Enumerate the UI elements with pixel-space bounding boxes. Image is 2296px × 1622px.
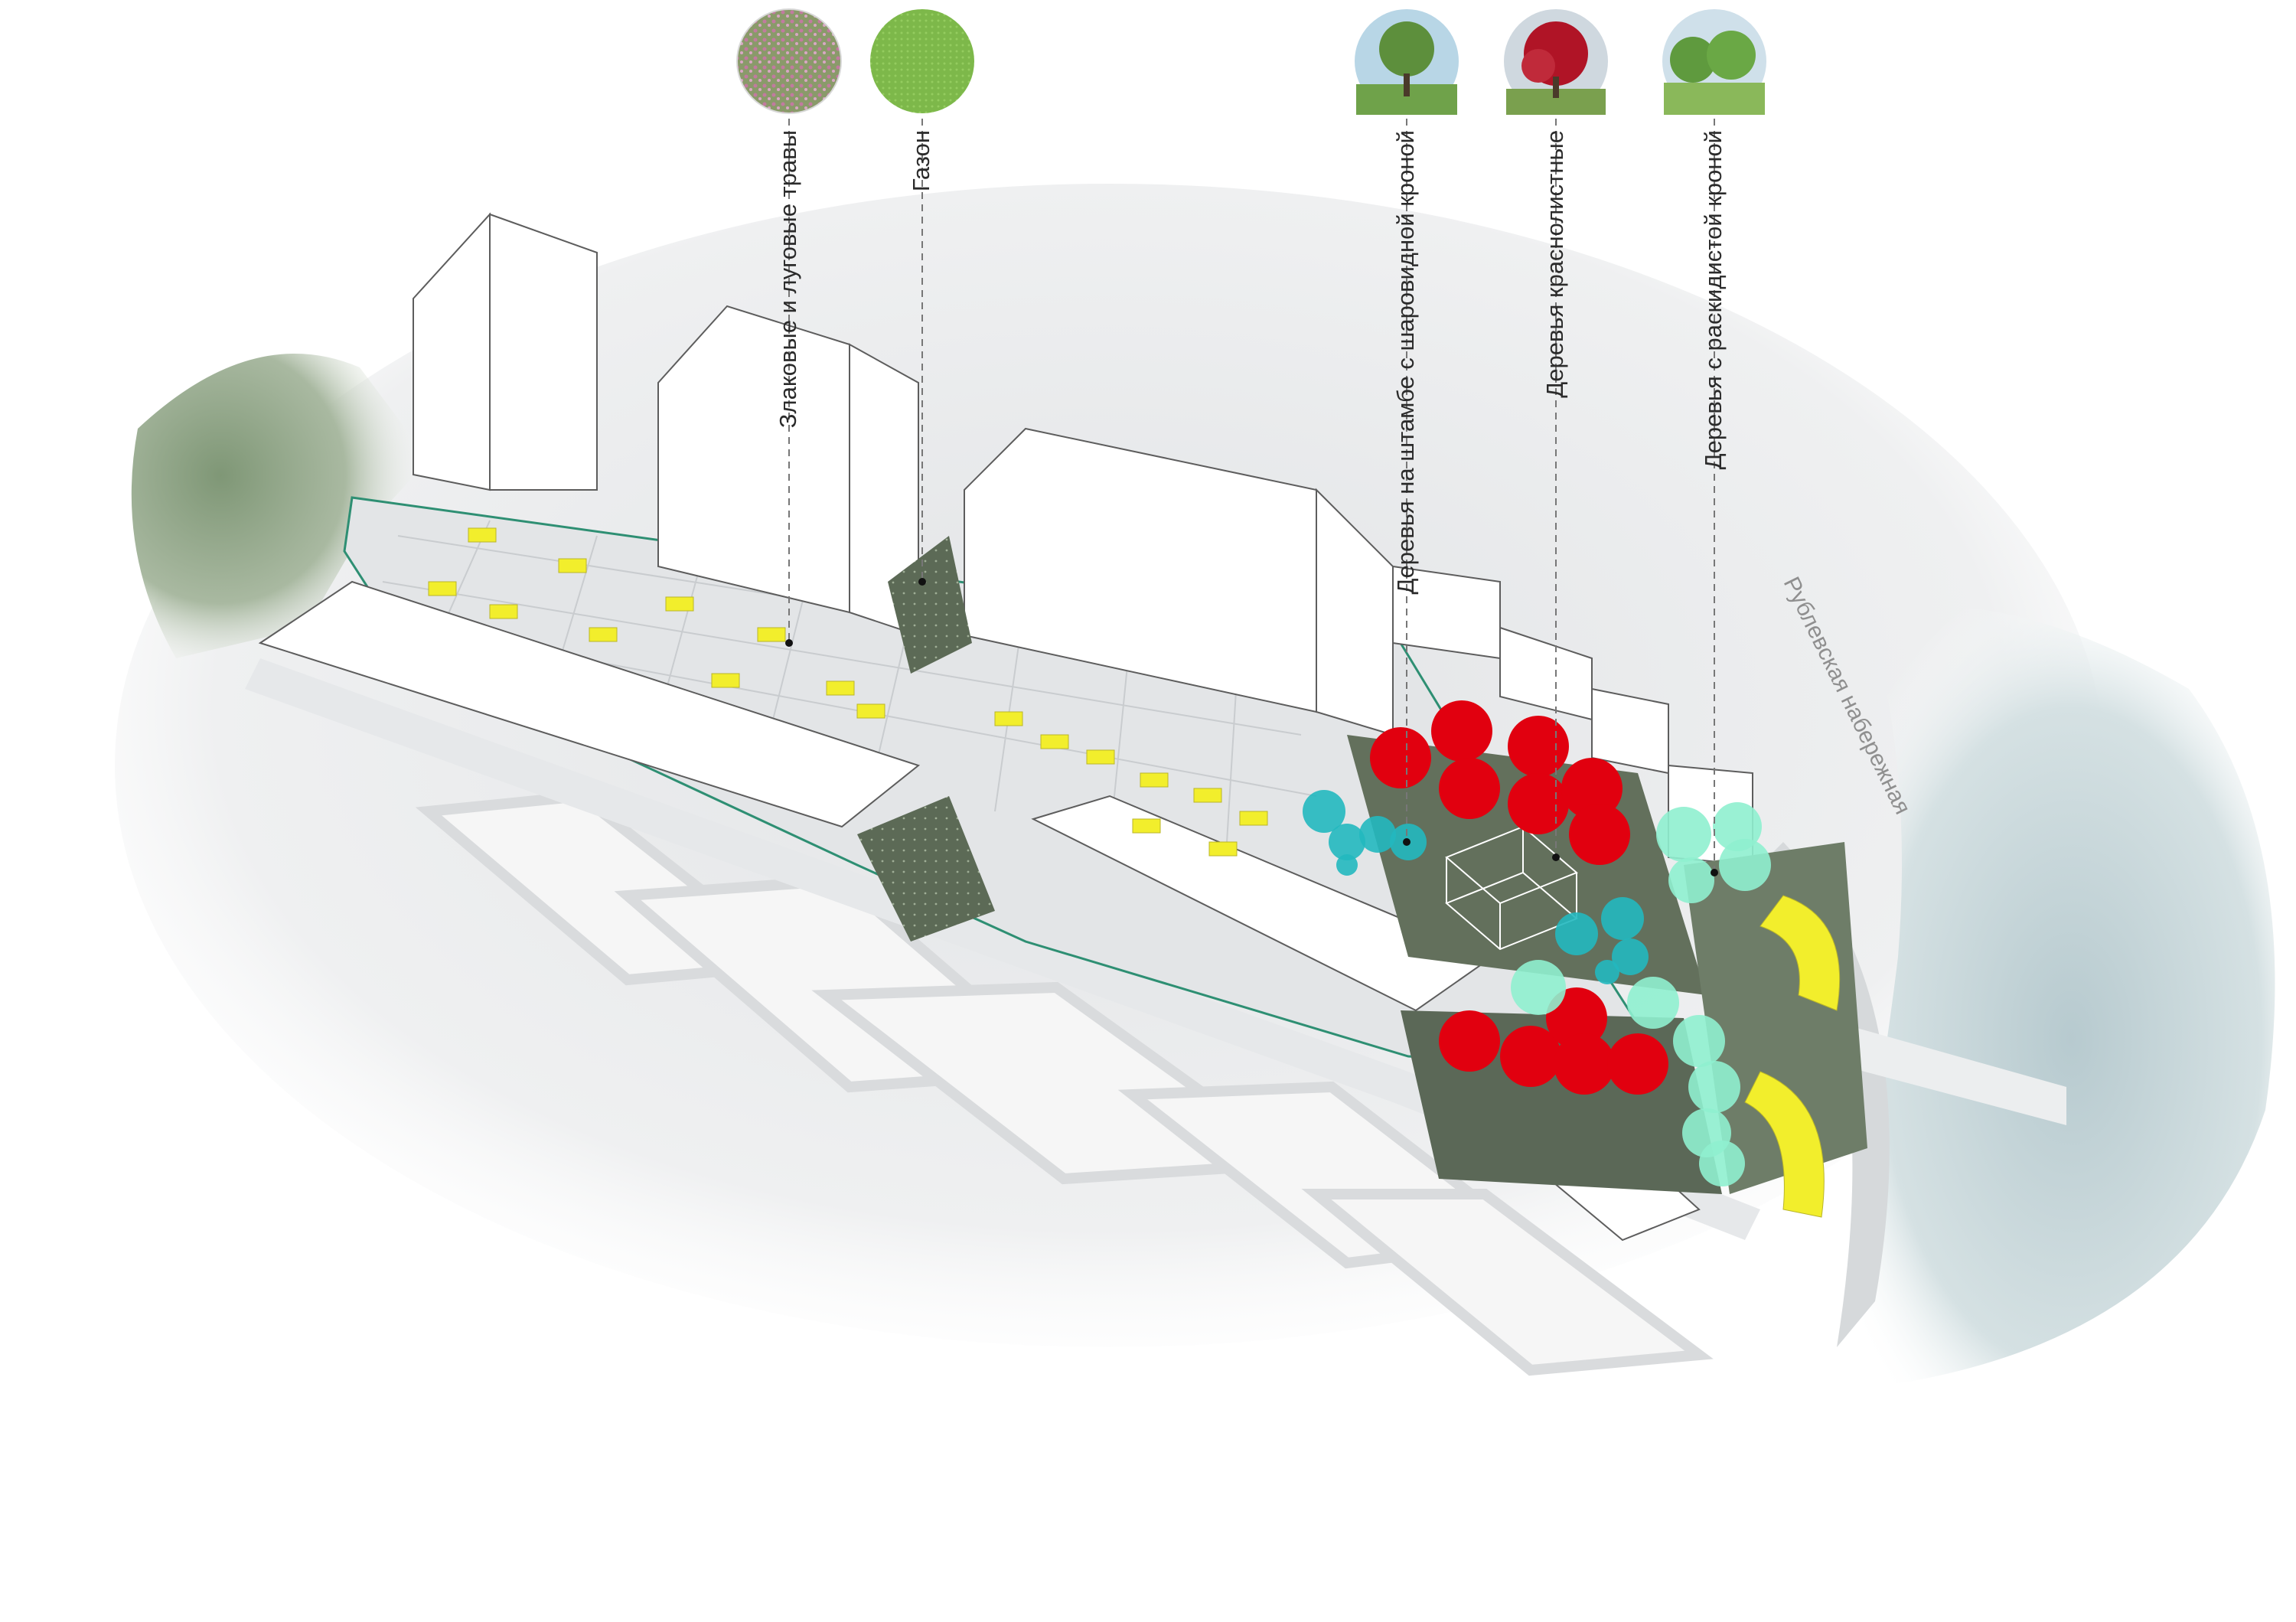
- red-tree: [1508, 716, 1569, 777]
- lawn-photo-icon: [870, 9, 974, 113]
- plot-north: [888, 536, 972, 674]
- legend-label-lawn: Газон: [908, 130, 934, 191]
- red-leaf-tree-photo-icon: [1504, 9, 1608, 115]
- mint-tree: [1713, 802, 1762, 851]
- meadow-grass-photo-icon: [736, 8, 842, 114]
- red-tree: [1500, 1026, 1561, 1087]
- plot-south: [857, 796, 995, 942]
- mint-tree: [1668, 857, 1714, 903]
- red-tree: [1508, 773, 1569, 834]
- cyan-tree: [1336, 854, 1358, 876]
- legend-photos: [736, 8, 1766, 115]
- cyan-tree: [1303, 790, 1345, 833]
- cyan-tree: [1601, 897, 1644, 940]
- red-tree: [1607, 1033, 1668, 1095]
- mint-tree: [1656, 807, 1711, 862]
- mint-tree: [1673, 1015, 1725, 1067]
- red-tree: [1554, 1033, 1615, 1095]
- legend-label-red-trees: Деревья краснолистные: [1541, 130, 1568, 398]
- cyan-tree: [1359, 816, 1396, 853]
- cyan-tree: [1555, 912, 1598, 955]
- spreading-crown-tree-photo-icon: [1662, 9, 1766, 115]
- building-low-left: [258, 580, 921, 828]
- mint-tree: [1688, 1061, 1740, 1113]
- bridge: [1821, 1018, 2066, 1125]
- lower-blocks: [415, 790, 1714, 1376]
- red-tree: [1439, 758, 1500, 819]
- mint-tree: [1627, 977, 1679, 1029]
- trees-mint: [1511, 802, 1771, 1186]
- legend-label-spreading-trees: Деревья с раскидистой кроной: [1700, 130, 1727, 469]
- red-tree: [1569, 804, 1630, 865]
- red-tree: [1370, 727, 1431, 788]
- red-tree: [1431, 700, 1492, 762]
- cyan-tree: [1612, 938, 1649, 975]
- yellow-beds: [428, 527, 1841, 1218]
- cyan-tree: [1595, 960, 1619, 984]
- buildings: [258, 212, 1753, 1242]
- embankment-road: [1760, 842, 1890, 1347]
- mint-tree: [1719, 839, 1771, 891]
- red-tree: [1561, 758, 1623, 819]
- round-crown-tree-photo-icon: [1355, 9, 1459, 115]
- building-2: [489, 213, 598, 491]
- building-1: [413, 212, 491, 491]
- legend-label-standard-trees: Деревья на штамбе с шаровидной кроной: [1392, 130, 1419, 594]
- cyan-tree: [1329, 824, 1365, 860]
- building-3: [657, 305, 850, 614]
- red-tree: [1546, 987, 1607, 1049]
- red-tree: [1439, 1010, 1500, 1072]
- main-street: [245, 658, 1760, 1240]
- legend-labels: Злаковые и луговые травы Газон Деревья н…: [775, 130, 1727, 594]
- park-area: [131, 354, 429, 658]
- trees-red: [1370, 700, 1668, 1095]
- mint-tree: [1699, 1141, 1745, 1186]
- leader-dots: [785, 578, 1718, 876]
- legend-label-grasses: Злаковые и луговые травы: [775, 130, 801, 428]
- mint-tree: [1511, 960, 1566, 1015]
- river: [1821, 605, 2275, 1393]
- leader-lines: [788, 119, 1715, 873]
